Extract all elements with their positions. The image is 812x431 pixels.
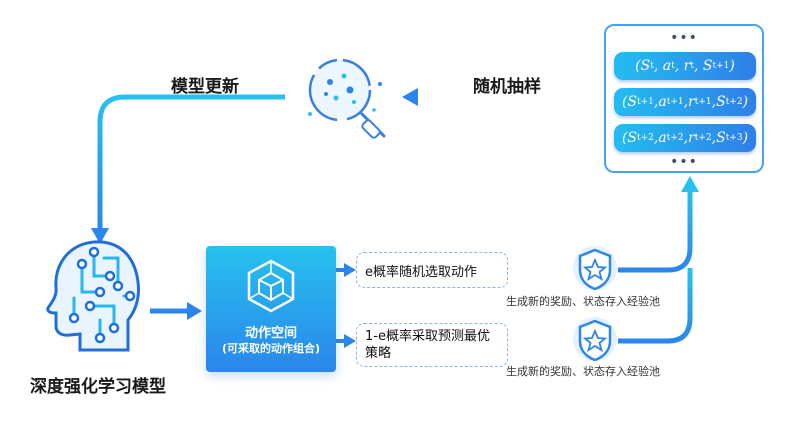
- action-space-title: 动作空间: [244, 326, 297, 341]
- store-caption-2: 生成新的奖励、状态存入经验池: [506, 365, 660, 378]
- action-to-random-arrow: [336, 263, 356, 277]
- ellipsis-bottom: •••: [670, 154, 698, 170]
- ellipsis-top: •••: [670, 30, 698, 46]
- random-sample-label: 随机抽样: [473, 77, 541, 97]
- store-to-pool-arrow: [618, 176, 699, 344]
- star-shield-icon: [573, 246, 617, 291]
- action-space-box: 动作空间 (可采取的动作组合): [206, 246, 336, 372]
- model-update-label: 模型更新: [171, 77, 239, 97]
- cube-icon: [247, 259, 295, 313]
- store-caption-1: 生成新的奖励、状态存入经验池: [506, 295, 660, 308]
- action-space-subtitle: (可采取的动作组合): [221, 342, 321, 355]
- predict-action-option: 1-e概率采取预测最优策略: [356, 323, 508, 367]
- star-shield-icon: [573, 317, 617, 362]
- magnifier-icon: [308, 58, 386, 139]
- random-action-text: e概率随机选取动作: [365, 264, 477, 280]
- action-to-predict-arrow: [336, 334, 356, 348]
- random-action-option: e概率随机选取动作: [356, 252, 508, 288]
- model-update-arrow: [91, 94, 285, 244]
- sample-arrow: [402, 88, 595, 106]
- head-to-action-arrow: [150, 302, 202, 320]
- head-circuit-icon: [46, 240, 140, 352]
- predict-action-text: 1-e概率采取预测最优策略: [365, 329, 490, 361]
- deep-rl-model-label: 深度强化学习模型: [30, 377, 166, 397]
